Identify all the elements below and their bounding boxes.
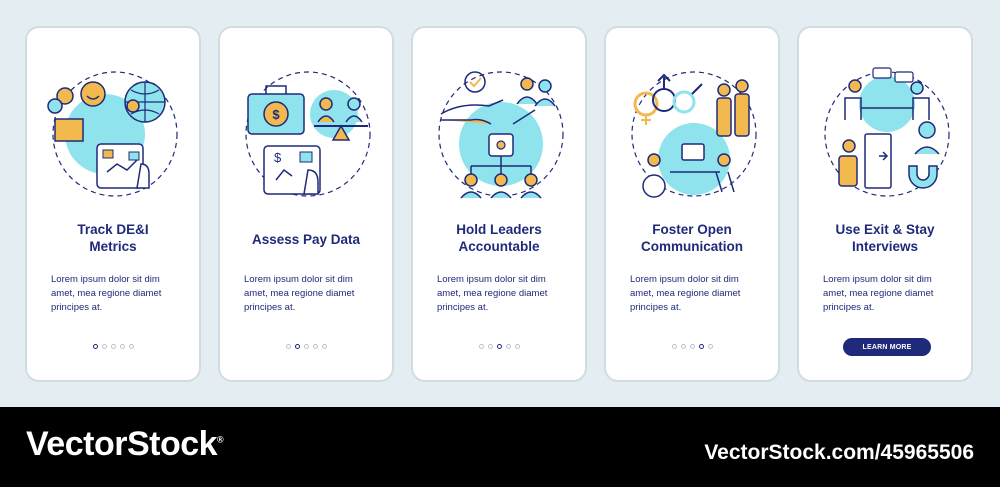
card-title-line: Foster Open (652, 222, 732, 237)
pagination-dot[interactable] (321, 344, 327, 349)
brand-logo: VectorStock® (26, 425, 224, 464)
pagination-dot[interactable] (303, 344, 309, 349)
onboarding-card-hold-leaders: Hold Leaders Accountable Lorem ipsum dol… (411, 26, 587, 382)
card-title-line: Use Exit & Stay (835, 222, 935, 237)
card-description-line: Lorem ipsum dolor sit dim (244, 274, 353, 285)
card-description: Lorem ipsum dolor sit dim amet, mea regi… (630, 273, 764, 315)
card-title-line: Track DE&I (77, 222, 149, 237)
card-description-line: principes at. (437, 302, 489, 313)
brand-name: VectorStock (26, 425, 218, 463)
card-title-line: Assess Pay Data (251, 232, 361, 247)
card-title-line: Metrics (89, 239, 137, 254)
onboarding-screens: Track DE&I Metrics Lorem ipsum dolor sit… (25, 26, 973, 382)
metrics-illustration-icon (47, 71, 178, 197)
card-description-line: Lorem ipsum dolor sit dim (823, 274, 932, 285)
card-title-line: Hold Leaders (456, 222, 542, 237)
card-description: Lorem ipsum dolor sit dim amet, mea regi… (51, 273, 185, 315)
pagination-dots (606, 344, 778, 349)
pagination-dot[interactable] (680, 344, 686, 349)
card-description-line: amet, mea regione diamet (437, 288, 548, 299)
card-description: Lorem ipsum dolor sit dim amet, mea regi… (244, 273, 378, 315)
card-description-line: amet, mea regione diamet (630, 288, 741, 299)
pagination-dot[interactable] (101, 344, 107, 349)
pay-data-illustration-icon: $ $ (245, 71, 371, 197)
card-description-line: principes at. (823, 302, 875, 313)
image-reference: VectorStock.com/45965506 (704, 441, 974, 464)
pagination-dot[interactable] (285, 344, 291, 349)
pagination-dot[interactable] (707, 344, 713, 349)
pagination-dot[interactable] (119, 344, 125, 349)
stock-footer: VectorStock® VectorStock.com/45965506 (0, 407, 1000, 487)
card-title: Use Exit & Stay Interviews (807, 221, 963, 255)
card-description-line: principes at. (630, 302, 682, 313)
leaders-illustration-icon (438, 71, 564, 199)
pagination-dot[interactable] (671, 344, 677, 349)
pagination-dot-active[interactable] (698, 344, 704, 349)
card-description-line: Lorem ipsum dolor sit dim (630, 274, 739, 285)
card-description-line: amet, mea regione diamet (244, 288, 355, 299)
onboarding-card-foster-communication: Foster Open Communication Lorem ipsum do… (604, 26, 780, 382)
card-description: Lorem ipsum dolor sit dim amet, mea regi… (437, 273, 571, 315)
pagination-dots (220, 344, 392, 349)
pagination-dot[interactable] (505, 344, 511, 349)
card-description-line: amet, mea regione diamet (823, 288, 934, 299)
pagination-dots (413, 344, 585, 349)
card-title: Foster Open Communication (614, 221, 770, 255)
pagination-dot-active[interactable] (496, 344, 502, 349)
card-title: Hold Leaders Accountable (421, 221, 577, 255)
card-title: Track DE&I Metrics (35, 221, 191, 255)
card-description: Lorem ipsum dolor sit dim amet, mea regi… (823, 273, 957, 315)
pagination-dot-active[interactable] (92, 344, 98, 349)
communication-illustration-icon (631, 71, 757, 198)
card-title: Assess Pay Data (228, 231, 384, 248)
pagination-dot[interactable] (110, 344, 116, 349)
card-description-line: principes at. (244, 302, 296, 313)
svg-text:$: $ (272, 107, 280, 122)
card-title-line: Communication (640, 239, 743, 254)
onboarding-card-assess-pay: $ $ Assess Pay Data Lorem ipsum dolor si… (218, 26, 394, 382)
card-title-line: Interviews (851, 239, 919, 254)
onboarding-card-track-metrics: Track DE&I Metrics Lorem ipsum dolor sit… (25, 26, 201, 382)
pagination-dot[interactable] (487, 344, 493, 349)
pagination-dot[interactable] (514, 344, 520, 349)
pagination-dots (27, 344, 199, 349)
card-title-line: Accountable (458, 239, 540, 254)
pagination-dot[interactable] (689, 344, 695, 349)
onboarding-card-exit-stay-interviews: Use Exit & Stay Interviews Lorem ipsum d… (797, 26, 973, 382)
card-description-line: Lorem ipsum dolor sit dim (51, 274, 160, 285)
learn-more-button[interactable]: LEARN MORE (843, 338, 931, 356)
pagination-dot-active[interactable] (294, 344, 300, 349)
card-description-line: Lorem ipsum dolor sit dim (437, 274, 546, 285)
registered-mark: ® (217, 434, 224, 445)
card-description-line: principes at. (51, 302, 103, 313)
svg-text:$: $ (274, 150, 282, 165)
card-description-line: amet, mea regione diamet (51, 288, 162, 299)
pagination-dot[interactable] (478, 344, 484, 349)
interviews-illustration-icon (824, 67, 950, 197)
pagination-dot[interactable] (312, 344, 318, 349)
pagination-dot[interactable] (128, 344, 134, 349)
